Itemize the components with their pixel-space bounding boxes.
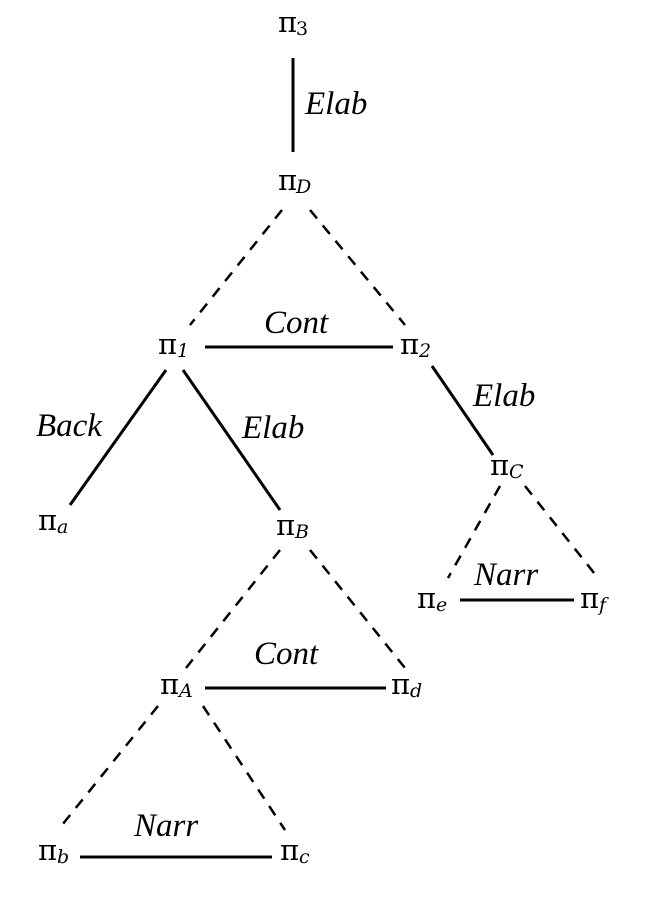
relation-label-narr-bc: Narr xyxy=(133,808,198,844)
node-pi2: π 2 xyxy=(400,327,431,362)
node-pid-subscript: d xyxy=(410,680,422,702)
edge-pi1-pia xyxy=(68,369,168,506)
edge-piD-pi2 xyxy=(309,209,406,326)
node-piC-symbol: π xyxy=(490,448,509,482)
edge-piB-piA xyxy=(185,549,281,669)
node-pi3-subscript: 3 xyxy=(296,18,308,40)
node-piB-symbol: π xyxy=(276,508,295,542)
node-pi1-subscript: 1 xyxy=(177,340,189,362)
node-piC-subscript: C xyxy=(509,461,524,483)
relation-label-cont-Ad: Cont xyxy=(254,636,319,672)
edge-piC-pie xyxy=(446,485,502,579)
node-pi2-symbol: π xyxy=(400,327,419,361)
edge-pi1-piB xyxy=(181,369,282,511)
node-piC: π C xyxy=(490,448,524,483)
node-pib-symbol: π xyxy=(38,833,57,867)
node-piA-symbol: π xyxy=(160,667,179,701)
edge-piB-pid xyxy=(309,549,406,669)
node-pic-subscript: c xyxy=(299,846,310,868)
node-pid: π d xyxy=(391,667,422,702)
edge-piA-pib xyxy=(57,705,159,831)
node-piB-subscript: B xyxy=(294,521,309,543)
node-pi3-symbol: π xyxy=(278,5,297,39)
relation-label-elab-top: Elab xyxy=(304,86,367,122)
node-piA: π A xyxy=(160,667,193,702)
nodes: π 3 π D π 1 π 2 π a π B π C π e xyxy=(38,5,609,868)
node-pib: π b xyxy=(38,833,69,868)
node-pi2-subscript: 2 xyxy=(418,340,431,362)
node-pid-symbol: π xyxy=(391,667,410,701)
edge-piD-pi1 xyxy=(189,209,283,326)
edge-pi2-piC xyxy=(430,365,495,456)
node-pif: π f xyxy=(580,581,609,616)
node-pif-subscript: f xyxy=(597,594,609,616)
relation-label-elab-2C: Elab xyxy=(472,378,535,414)
node-piD-symbol: π xyxy=(278,163,297,197)
node-pie-subscript: e xyxy=(436,594,447,616)
node-pic-symbol: π xyxy=(280,833,299,867)
relation-labels: Elab Cont Back Elab Elab Narr Cont Narr xyxy=(36,86,538,844)
relation-label-cont-12: Cont xyxy=(264,305,329,341)
node-pi1-symbol: π xyxy=(158,327,177,361)
node-pif-symbol: π xyxy=(580,581,599,615)
relation-label-elab-1B: Elab xyxy=(241,410,304,446)
node-pic: π c xyxy=(280,833,310,868)
relation-label-narr-ef: Narr xyxy=(473,557,538,593)
node-pib-subscript: b xyxy=(57,846,69,868)
edges xyxy=(57,58,599,859)
node-pie: π e xyxy=(417,581,447,616)
node-pi1: π 1 xyxy=(158,327,189,362)
node-pie-symbol: π xyxy=(417,581,436,615)
node-piB: π B xyxy=(276,508,309,543)
node-piD-subscript: D xyxy=(295,176,311,198)
node-piA-subscript: A xyxy=(177,680,193,702)
node-piD: π D xyxy=(278,163,311,198)
node-pia: π a xyxy=(38,503,68,538)
relation-label-back-1a: Back xyxy=(36,408,103,444)
node-pia-symbol: π xyxy=(38,503,57,537)
edge-piA-pic xyxy=(201,705,287,831)
node-pi3: π 3 xyxy=(278,5,308,40)
node-pia-subscript: a xyxy=(57,516,68,538)
